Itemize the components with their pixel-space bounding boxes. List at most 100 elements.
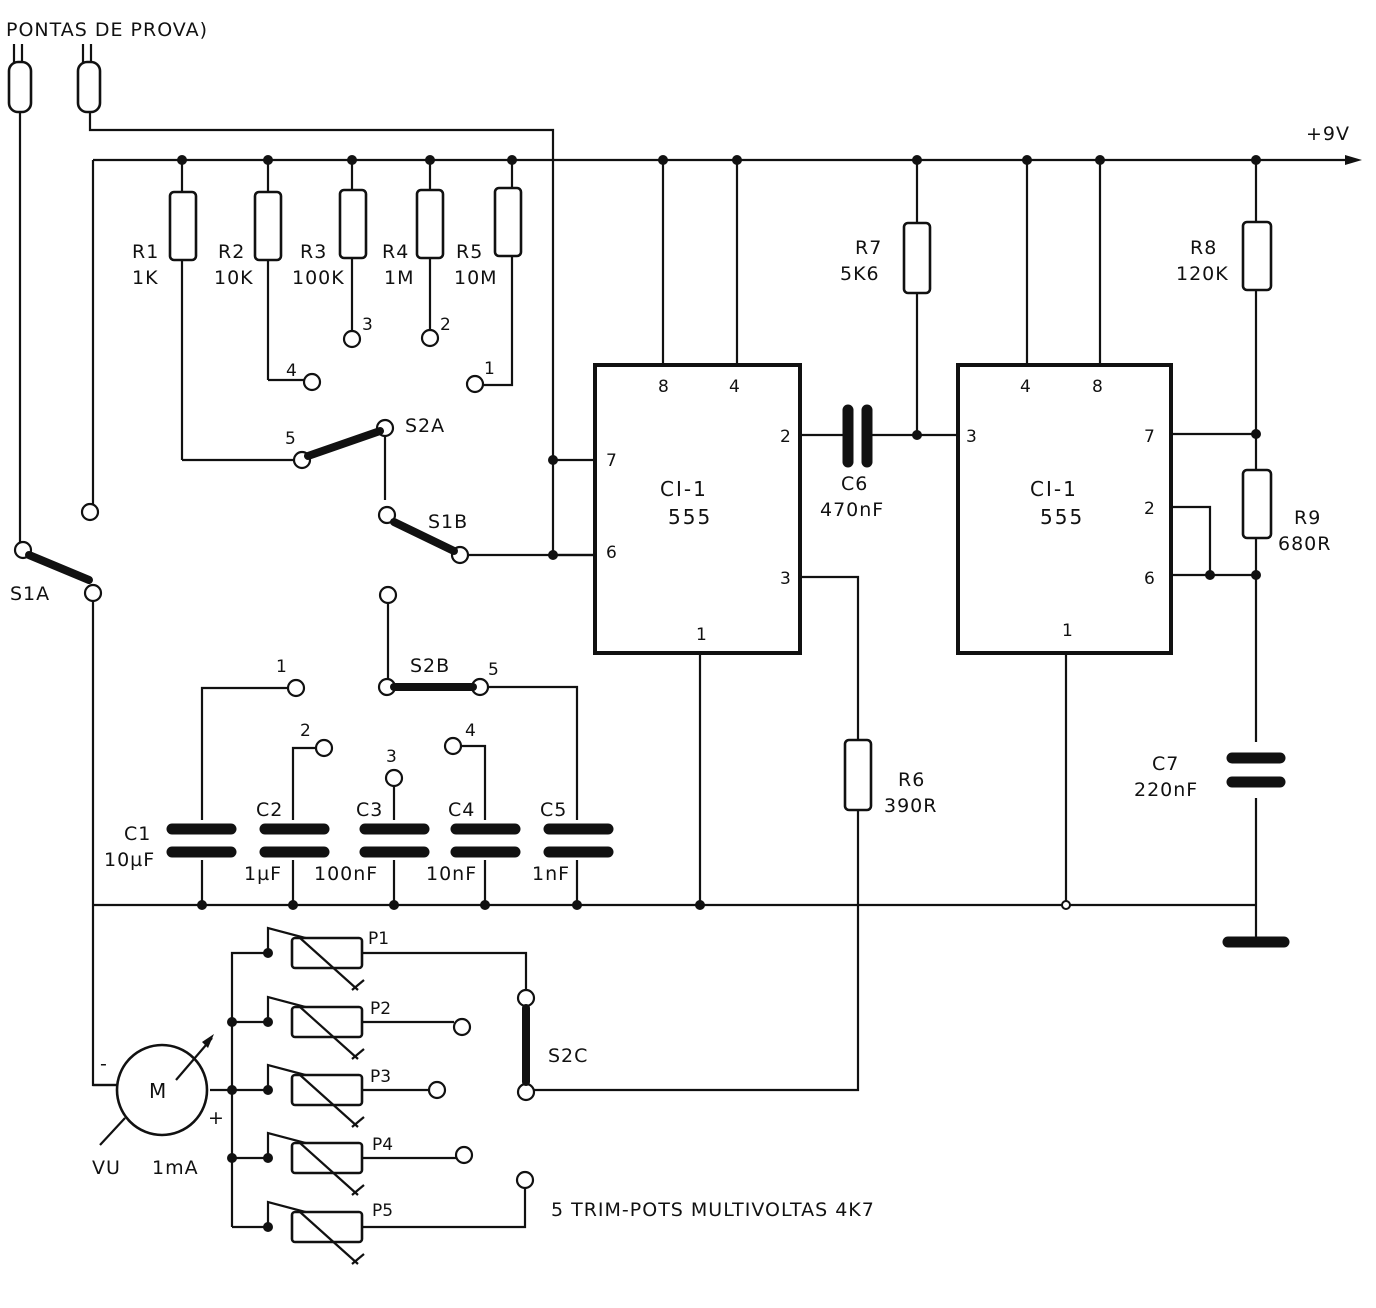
ic1 [593, 160, 860, 905]
p1-label: P1 [368, 929, 389, 949]
r1-value: 1K [132, 267, 159, 289]
supply-label: +9V [1306, 123, 1350, 145]
c6-name: C6 [841, 473, 868, 495]
c6-value: 470nF [820, 499, 884, 521]
r6-name: R6 [898, 769, 925, 791]
s2c-label: S2C [548, 1045, 588, 1067]
p3-label: P3 [370, 1067, 391, 1087]
resistor-r1 [168, 160, 302, 462]
probe-1 [7, 44, 33, 550]
supply-rail [80, 155, 1362, 522]
s2b-pos5: 5 [488, 660, 499, 680]
timing-network [1222, 160, 1290, 948]
ic2-pin7: 7 [1144, 427, 1155, 447]
c1-name: C1 [124, 823, 151, 845]
r3-pos: 3 [362, 315, 373, 335]
ic2-pin8: 8 [1092, 377, 1103, 397]
meter-plus: + [208, 1107, 225, 1129]
ic1-pin3: 3 [780, 569, 791, 589]
c3-name: C3 [356, 799, 383, 821]
r7-name: R7 [855, 237, 882, 259]
c4-pos: 4 [465, 721, 476, 741]
ic2-name: CI-1 [1030, 477, 1078, 501]
meter-type: VU [92, 1157, 121, 1179]
probes-label: PONTAS DE PROVA) [6, 19, 208, 41]
capacitor-bank [165, 686, 617, 905]
capacitor-c6 [800, 404, 958, 468]
ic1-pin4: 4 [729, 377, 740, 397]
switch-s2a [292, 418, 395, 500]
ic1-type: 555 [668, 505, 712, 529]
s1a-label: S1A [10, 583, 50, 605]
c1-value: 10µF [104, 849, 155, 871]
s2b-label: S2B [410, 655, 450, 677]
r1-name: R1 [132, 241, 159, 263]
r5-value: 10M [454, 267, 498, 289]
ic2-pin1: 1 [1062, 621, 1073, 641]
c7-value: 220nF [1134, 779, 1198, 801]
ic1-pin1: 1 [696, 625, 707, 645]
s1b-label: S1B [428, 511, 468, 533]
r5-pos: 1 [484, 359, 495, 379]
probe-2 [76, 44, 595, 557]
ic2-pin2: 2 [1144, 499, 1155, 519]
r2-name: R2 [218, 241, 245, 263]
meter-icon [93, 1034, 214, 1146]
ic1-pin2: 2 [780, 427, 791, 447]
meter-symbol: M [149, 1079, 168, 1103]
p5-label: P5 [372, 1201, 393, 1221]
resistor-r3 [338, 160, 368, 349]
r8-name: R8 [1190, 237, 1217, 259]
r9-value: 680R [1278, 533, 1331, 555]
r9-name: R9 [1294, 507, 1321, 529]
ic1-name: CI-1 [660, 477, 708, 501]
resistor-r2 [253, 160, 322, 392]
trimpot-note: 5 TRIM-POTS MULTIVOLTAS 4K7 [551, 1199, 875, 1221]
c4-value: 10nF [426, 863, 477, 885]
r3-name: R3 [300, 241, 327, 263]
s2a-label: S2A [405, 415, 445, 437]
r4-pos: 2 [440, 315, 451, 335]
resistor-r5 [465, 160, 523, 394]
switch-s1a [13, 540, 120, 1087]
resistor-r7 [902, 160, 932, 435]
meter-range: 1mA [152, 1157, 199, 1179]
c7-name: C7 [1152, 753, 1179, 775]
r6-value: 390R [884, 795, 937, 817]
resistor-r8 [1241, 220, 1273, 292]
switch-s1b [377, 505, 595, 565]
ic2-pin4: 4 [1020, 377, 1031, 397]
meter-minus: - [100, 1053, 108, 1075]
r2-value: 10K [214, 267, 254, 289]
trimpot-bank [210, 926, 456, 1266]
ic2-pin6: 6 [1144, 569, 1155, 589]
c5-value: 1nF [532, 863, 570, 885]
resistor-r9 [1241, 468, 1273, 540]
ic2-pin3: 3 [966, 427, 977, 447]
junction-dots [177, 155, 1261, 1232]
r2-pos: 4 [286, 361, 297, 381]
c3-value: 100nF [314, 863, 378, 885]
c2-name: C2 [256, 799, 283, 821]
r3-value: 100K [292, 267, 345, 289]
r7-value: 5K6 [840, 263, 880, 285]
ic2 [956, 160, 1256, 905]
c1-pos: 1 [276, 657, 287, 677]
ic1-pin7: 7 [606, 451, 617, 471]
s2a-pos: 5 [285, 429, 296, 449]
c3-pos: 3 [386, 747, 397, 767]
ic2-type: 555 [1040, 505, 1084, 529]
c2-pos: 2 [300, 721, 311, 741]
r8-value: 120K [1176, 263, 1229, 285]
r4-value: 1M [384, 267, 414, 289]
switch-s2c [362, 951, 536, 1229]
ic1-pin8: 8 [658, 377, 669, 397]
p4-label: P4 [372, 1135, 393, 1155]
p2-label: P2 [370, 999, 391, 1019]
r4-name: R4 [382, 241, 409, 263]
ic1-pin6: 6 [606, 543, 617, 563]
c5-name: C5 [540, 799, 567, 821]
c2-value: 1µF [244, 863, 282, 885]
